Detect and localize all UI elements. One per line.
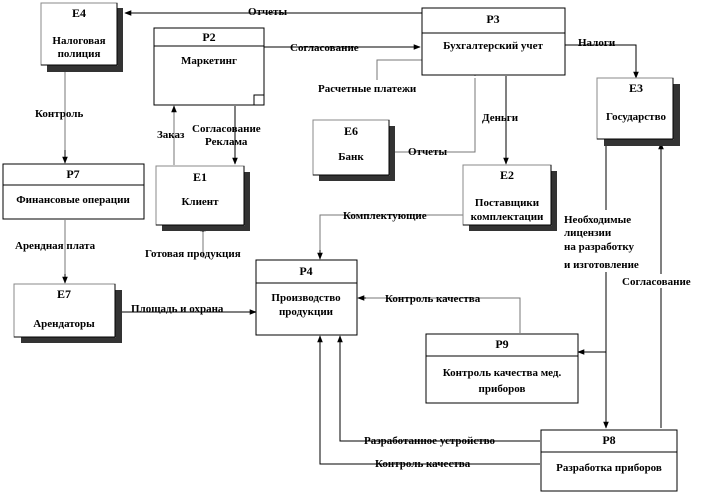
- process-p2-name: Маркетинг: [181, 55, 237, 67]
- flow-p8-p4-quality: [317, 335, 540, 465]
- process-p4-name-2: продукции: [279, 306, 334, 318]
- process-p9[interactable]: P9 Контроль качества мед. приборов: [425, 333, 579, 404]
- flow-label-otchety-bank: Отчеты: [408, 146, 447, 158]
- entity-e2-id: E2: [500, 168, 514, 182]
- flow-label-otchety-top: Отчеты: [248, 6, 287, 18]
- entity-e3-name: Государство: [606, 111, 666, 123]
- process-p9-id: P9: [495, 337, 508, 351]
- flow-label-licenzii-2: лицензии: [564, 227, 612, 239]
- process-p2[interactable]: P2 Маркетинг: [153, 27, 265, 106]
- entity-e6-id: E6: [344, 124, 358, 138]
- process-p3[interactable]: P3 Бухгалтерский учет: [421, 7, 566, 76]
- entity-e1[interactable]: E1 Клиент: [155, 165, 250, 231]
- flow-label-soglasovanie-p8: Согласование: [622, 276, 691, 288]
- process-p9-name-2: приборов: [479, 383, 526, 395]
- flow-label-soglasovanie-reklama-1: Согласование: [192, 123, 261, 135]
- flow-e2-p4: [319, 214, 463, 258]
- flow-label-kontrol: Контроль: [35, 108, 83, 120]
- flow-label-komplektuyuschie: Комплектующие: [343, 210, 427, 222]
- process-p8[interactable]: P8 Разработка приборов: [540, 429, 678, 492]
- flow-label-gotovaya: Готовая продукция: [145, 248, 241, 260]
- entity-e6[interactable]: E6 Банк: [312, 119, 395, 181]
- entity-e1-id: E1: [193, 170, 207, 184]
- process-p3-id: P3: [486, 12, 499, 26]
- entity-e2-name-2: комплектации: [471, 211, 544, 223]
- entity-e3-id: E3: [629, 81, 643, 95]
- flow-e6-p3-reports: [393, 78, 476, 153]
- flow-label-raschetnye: Расчетные платежи: [318, 83, 417, 95]
- flow-label-licenzii-1: Необходимые: [564, 214, 631, 226]
- entity-e7-id: E7: [57, 287, 71, 301]
- flow-label-nalogi: Налоги: [578, 37, 616, 49]
- flow-label-kontrol-kachestva-p8: Контроль качества: [375, 458, 471, 470]
- flow-label-ploschad: Площадь и охрана: [131, 303, 224, 315]
- process-p8-name: Разработка приборов: [556, 462, 662, 474]
- flow-p8-p4-device: [337, 335, 540, 442]
- process-p8-id: P8: [602, 433, 615, 447]
- entity-e2-name-1: Поставщики: [475, 197, 540, 209]
- process-p7-id: P7: [66, 167, 79, 181]
- flow-label-soglasovanie: Согласование: [290, 42, 359, 54]
- flow-p3-e3: [565, 44, 639, 79]
- flow-label-dengi: Деньги: [482, 112, 519, 124]
- entity-e4-name-2: полиция: [58, 48, 101, 60]
- entity-e3[interactable]: E3 Государство: [596, 77, 680, 146]
- process-p7[interactable]: P7 Финансовые операции: [2, 163, 145, 220]
- flow-label-arendnaya: Арендная плата: [15, 240, 96, 252]
- flow-label-kontrol-kachestva-p9: Контроль качества: [385, 293, 481, 305]
- entity-e7[interactable]: E7 Арендаторы: [13, 283, 122, 343]
- flow-label-razrabotannoe: Разработанное устройство: [364, 435, 496, 447]
- process-p4[interactable]: P4 Производство продукции: [255, 259, 358, 336]
- flow-label-soglasovanie-reklama-2: Реклама: [205, 136, 248, 148]
- entity-e4[interactable]: E4 Налоговая полиция: [40, 2, 123, 72]
- entity-e2[interactable]: E2 Поставщики комплектации: [462, 164, 557, 231]
- entity-e4-id: E4: [72, 6, 86, 20]
- process-p3-name: Бухгалтерский учет: [443, 40, 543, 52]
- process-p4-id: P4: [299, 264, 312, 278]
- entity-e4-name-1: Налоговая: [52, 35, 105, 47]
- entity-e1-name: Клиент: [181, 196, 219, 208]
- flow-label-licenzii-3: на разработку: [564, 241, 635, 253]
- process-p2-id: P2: [202, 30, 215, 44]
- entity-e6-name: Банк: [338, 151, 364, 163]
- process-p9-name-1: Контроль качества мед.: [443, 367, 562, 379]
- flow-label-zakaz: Заказ: [157, 129, 185, 141]
- process-p7-name: Финансовые операции: [16, 194, 130, 206]
- flow-label-licenzii-4: и изготовление: [564, 259, 639, 271]
- entity-e7-name: Арендаторы: [33, 318, 95, 330]
- flow-p9-p4: [360, 297, 521, 333]
- process-p4-name-1: Производство: [271, 292, 341, 304]
